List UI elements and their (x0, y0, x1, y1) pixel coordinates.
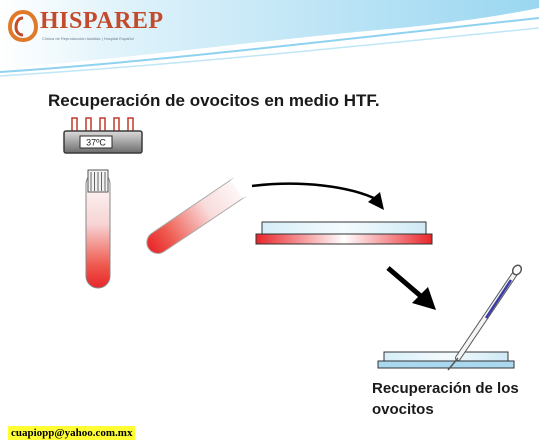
down-arrow (386, 266, 436, 310)
heating-block: 37ºC (63, 117, 143, 154)
tilted-test-tube (146, 172, 255, 254)
pipette (447, 264, 523, 371)
transfer-arrow (251, 182, 384, 210)
title-part-1: Recuperación de ovocitos (48, 91, 265, 110)
caption-line-2: ovocitos (372, 401, 434, 418)
heater-pins (71, 117, 134, 133)
header-banner (0, 0, 539, 77)
caption-line-1: Recuperación de los (372, 380, 519, 397)
recovery-caption: Recuperación de los ovocitos (372, 378, 532, 420)
logo-subtitle: Clínica de Reproducción Asistida | Hospi… (42, 36, 134, 41)
hisparep-logo: HISPAREP Clínica de Reproducción Asistid… (8, 6, 163, 46)
contact-email: cuapiopp@yahoo.com.mx (8, 426, 136, 440)
logo-name: HISPAREP (40, 8, 164, 34)
culture-dish-1 (255, 221, 433, 245)
vertical-test-tube (85, 169, 111, 289)
title-part-2: en medio HTF. (264, 91, 380, 110)
logo-mark-icon (8, 10, 38, 42)
heater-temperature-label: 37ºC (86, 138, 106, 148)
header-wave (0, 0, 539, 68)
slide-title: Recuperación de ovocitos en medio HTF. (48, 91, 380, 111)
culture-dish-2 (377, 351, 515, 369)
